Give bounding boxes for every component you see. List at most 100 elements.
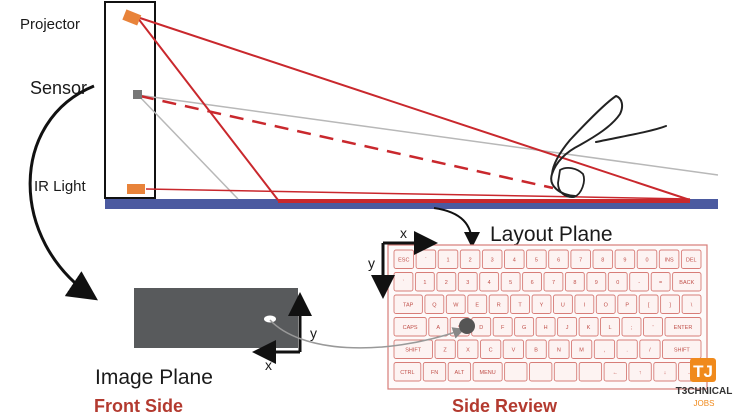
keyboard-key-label: ENTER bbox=[674, 325, 693, 331]
sensor-field-line-lower bbox=[137, 94, 239, 200]
keyboard-key: 4 bbox=[479, 272, 500, 292]
keyboard-key-label: FN bbox=[431, 370, 438, 376]
keyboard-key-label: ; bbox=[631, 325, 633, 331]
keyboard-key-label: \ bbox=[691, 302, 693, 308]
keyboard-key-label: 8 bbox=[601, 257, 604, 263]
keyboard-key-label: → bbox=[687, 370, 693, 376]
keyboard-key: 9 bbox=[614, 249, 636, 269]
keyboard-key: E bbox=[467, 294, 488, 314]
keyboard-key: 2 bbox=[459, 249, 481, 269]
keyboard-key: H bbox=[535, 317, 556, 337]
keyboard-key bbox=[504, 362, 528, 382]
keyboard-key: 7 bbox=[543, 272, 564, 292]
keyboard-key: 3 bbox=[457, 272, 478, 292]
keyboard-key: F bbox=[492, 317, 513, 337]
keyboard-key-label: DEL bbox=[686, 257, 697, 263]
keyboard-key-label: A bbox=[436, 325, 440, 331]
keyboard-key: . bbox=[616, 339, 638, 359]
keyboard-key-label: U bbox=[561, 302, 565, 308]
keyboard-key: 7 bbox=[570, 249, 591, 269]
keyboard-key-label: 5 bbox=[535, 257, 538, 263]
keyboard-key: BACK bbox=[672, 272, 702, 292]
keyboard-key-label: Y bbox=[540, 302, 544, 308]
keyboard-key: ENTER bbox=[664, 317, 702, 337]
keyboard-key: ' bbox=[643, 317, 663, 337]
keyboard-key: 6 bbox=[548, 249, 569, 269]
image-plane-label: Image Plane bbox=[95, 366, 213, 389]
keyboard-key-label: SHIFT bbox=[674, 347, 691, 353]
keyboard-key-label: TAP bbox=[403, 302, 414, 308]
keyboard-key-label: INS bbox=[665, 257, 675, 263]
keyboard-key: K bbox=[578, 317, 599, 337]
keyboard-key-label: N bbox=[557, 347, 561, 353]
sensor-to-image-arrow bbox=[28, 84, 98, 301]
keyboard-key: 2 bbox=[436, 272, 457, 292]
keyboard-key: Y bbox=[531, 294, 552, 314]
keyboard-key: CTRL bbox=[393, 362, 422, 382]
keyboard-key-label: 7 bbox=[552, 280, 555, 286]
keyboard-key: MENU bbox=[472, 362, 503, 382]
keyboard-key: FN bbox=[422, 362, 447, 382]
front-side-label: Front Side bbox=[94, 396, 183, 416]
keyboard-key: / bbox=[639, 339, 661, 359]
keyboard-key: 9 bbox=[586, 272, 607, 292]
keyboard-key-label: ' bbox=[652, 325, 653, 331]
keyboard-key-label: ] bbox=[669, 302, 671, 308]
keyboard-key: V bbox=[502, 339, 524, 359]
keyboard-key-label: 0 bbox=[616, 280, 619, 286]
keyboard-key-label: K bbox=[587, 325, 591, 331]
keyboard-key-label: 0 bbox=[645, 257, 648, 263]
keyboard-key: J bbox=[557, 317, 578, 337]
keyboard-key-label: 5 bbox=[509, 280, 512, 286]
keyboard-key-label: F bbox=[501, 325, 505, 331]
keyboard-key-label: - bbox=[638, 280, 640, 286]
finger-spot bbox=[264, 315, 276, 323]
ir-light-icon bbox=[127, 184, 145, 194]
keyboard-key: L bbox=[600, 317, 620, 337]
keyboard-key-label: . bbox=[626, 347, 628, 353]
touch-to-image-link bbox=[269, 319, 465, 349]
sensor-icon bbox=[133, 90, 142, 99]
keyboard-key-label: Z bbox=[443, 347, 447, 353]
sensor-label: Sensor bbox=[30, 78, 87, 98]
keyboard-key-label: 6 bbox=[557, 257, 560, 263]
projector-label: Projector bbox=[20, 16, 80, 33]
keyboard-key: X bbox=[457, 339, 479, 359]
ir-light-label: IR Light bbox=[34, 178, 87, 195]
keyboard-key-label: B bbox=[534, 347, 538, 353]
keyboard-key: 1 bbox=[437, 249, 459, 269]
keyboard-key: 6 bbox=[522, 272, 542, 292]
keyboard-key: - bbox=[629, 272, 650, 292]
keyboard-y-label: y bbox=[368, 255, 375, 271]
keyboard-key: = bbox=[650, 272, 671, 292]
keyboard-key-label: / bbox=[649, 347, 651, 353]
keyboard-key: ALT bbox=[447, 362, 472, 382]
keyboard-key-label: ↑ bbox=[639, 370, 642, 376]
keyboard-key-label: 7 bbox=[579, 257, 582, 263]
keyboard-key-label: , bbox=[604, 347, 606, 353]
keyboard-key-label: G bbox=[522, 325, 526, 331]
layout-plane-label: Layout Plane bbox=[490, 223, 613, 246]
keyboard-key: TAP bbox=[393, 294, 423, 314]
keyboard-key-label: ALT bbox=[455, 370, 465, 376]
keyboard-key-label: E bbox=[475, 302, 479, 308]
keyboard-key-label: W bbox=[453, 302, 459, 308]
keyboard-key-label: 4 bbox=[488, 280, 491, 286]
keyboard-key bbox=[553, 362, 578, 382]
keyboard-key: ↓ bbox=[653, 362, 677, 382]
keyboard-key: W bbox=[445, 294, 466, 314]
keyboard-key-label: = bbox=[659, 280, 662, 286]
keyboard-key-label: 1 bbox=[423, 280, 426, 286]
finger-icon bbox=[550, 95, 667, 198]
keyboard-key: I bbox=[574, 294, 595, 314]
keyboard-key: 3 bbox=[481, 249, 503, 269]
keyboard-key-label: L bbox=[608, 325, 611, 331]
keyboard-key: ↑ bbox=[628, 362, 652, 382]
keyboard-key: ; bbox=[621, 317, 642, 337]
keyboard-key: Q bbox=[424, 294, 445, 314]
keyboard-key-label: 3 bbox=[466, 280, 469, 286]
keyboard-key: DEL bbox=[680, 249, 702, 269]
keyboard-key-label: P bbox=[625, 302, 629, 308]
keyboard-key: Z bbox=[434, 339, 456, 359]
keyboard-key-label: 2 bbox=[469, 257, 472, 263]
